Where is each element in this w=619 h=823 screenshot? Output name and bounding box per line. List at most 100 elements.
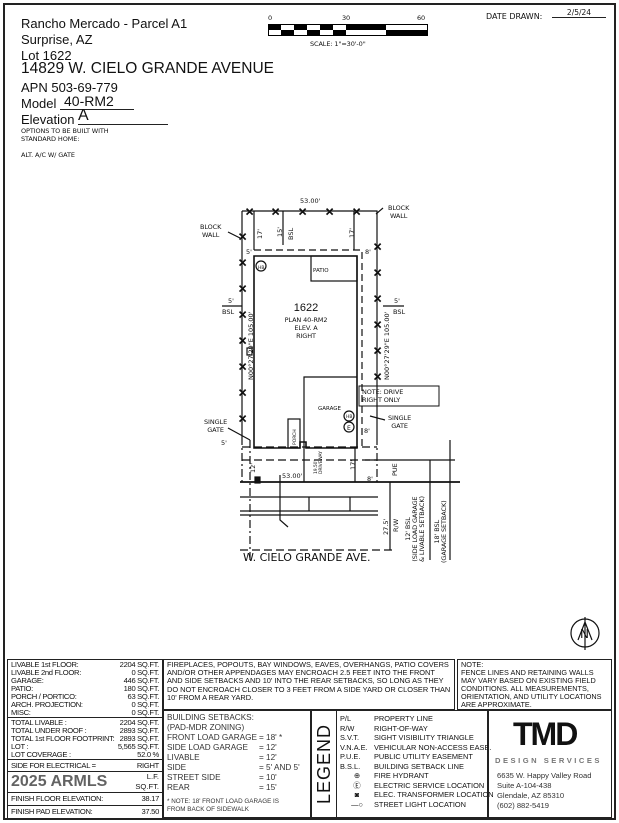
svg-text:×: × [238, 230, 247, 243]
legend-item: ◙ELEC. TRANSFORMER LOCATION [340, 790, 494, 800]
patio [310, 255, 358, 282]
drive-note: NOTE: DRIVE RIGHT ONLY [362, 388, 404, 404]
value: 5,565 SQ.FT. [117, 742, 159, 751]
value: 0 SQ.FT. [131, 708, 159, 717]
obscured-row-1: L.F. [147, 772, 159, 782]
electrical-side: SIDE FOR ELECTRICAL = RIGHT [8, 759, 162, 771]
options-title: OPTIONS TO BE BUILT WITH STANDARD HOME: [21, 127, 109, 143]
north-arrow-icon: N [580, 627, 589, 641]
porch [287, 418, 301, 449]
apn: APN 503-69-779 [21, 80, 118, 95]
label: PORCH / PORTICO: [11, 692, 77, 701]
hose-bib-icon: HB [258, 265, 264, 271]
garage-label: GARAGE [318, 406, 342, 412]
svg-text:×: × [373, 266, 382, 279]
legend-abbr: P.U.E. [340, 752, 361, 761]
options-item: ALT. A/C W/ GATE [21, 151, 75, 159]
value: 63 SQ.FT. [127, 692, 160, 701]
value: 446 SQ.FT. [123, 676, 160, 685]
total-row: LOT COVERAGE :52.0 % [8, 751, 162, 759]
svg-text:×: × [373, 370, 382, 383]
svg-text:×: × [238, 308, 247, 321]
setback-row: SIDE LOAD GARAGE= 12' [167, 743, 307, 753]
legend-desc: PUBLIC UTILITY EASEMENT [374, 752, 473, 761]
setback-row: STREET SIDE= 10' [167, 773, 307, 783]
finish-pad-label: FINISH PAD ELEVATION: [11, 807, 93, 816]
street-name: W. CIELO GRANDE AVE. [243, 551, 371, 564]
single-gate-right: SINGLE GATE [388, 414, 412, 430]
plan-label: PLAN 40-RM2 [284, 316, 328, 324]
area-table: LIVABLE 1st FLOOR:2204 SQ.FT.LIVABLE 2nd… [7, 659, 163, 820]
lot-number: Lot 1622 [21, 48, 72, 63]
area-row: ARCH. PROJECTION: 0 SQ.FT. [8, 701, 162, 709]
elev-label: ELEV. A [294, 324, 318, 332]
setback-value: = 12' [259, 753, 277, 762]
label: MISC: [11, 708, 31, 717]
scale-tick-0: 0 [268, 14, 273, 22]
right-bearing: N00°27'29"E 105.00' [383, 311, 391, 380]
legend-desc: FIRE HYDRANT [374, 771, 429, 780]
total-row: LOT :5,565 SQ.FT. [8, 743, 162, 751]
electrical-label: SIDE FOR ELECTRICAL = [11, 761, 96, 770]
address: 14829 W. CIELO GRANDE AVENUE [21, 60, 274, 77]
legend-title: LEGEND [314, 723, 334, 804]
setback-type: SIDE [167, 763, 187, 772]
finish-floor-label: FINISH FLOOR ELEVATION: [11, 794, 103, 803]
legend-abbr: P/L [340, 714, 352, 723]
scale-label: SCALE: 1"=30'-0" [310, 40, 366, 48]
rw-label: R/W [392, 518, 400, 532]
legend-abbr: R/W [340, 723, 355, 733]
pue-label: PUE [391, 463, 399, 476]
value: 0 SQ.FT. [131, 700, 159, 709]
company-logo: TMD [513, 716, 578, 752]
label: GARAGE: [11, 676, 44, 685]
bottom-dimension: 53.00' [282, 472, 303, 480]
obscured-row-2: SQ.FT. [135, 782, 159, 792]
svg-text:×: × [298, 205, 307, 218]
area-row: LIVABLE 1st FLOOR:2204 SQ.FT. [8, 661, 162, 669]
dim-5-bsl-right: 5' [394, 297, 400, 305]
setback-type: REAR [167, 783, 190, 792]
address-line-1: 6635 W. Happy Valley Road [497, 771, 592, 780]
label: TOTAL UNDER ROOF : [11, 726, 87, 735]
label: LOT COVERAGE : [11, 750, 71, 759]
legend-desc: ELEC. TRANSFORMER LOCATION [374, 790, 494, 799]
setback-row: REAR= 15' [167, 783, 307, 793]
street-light-icon: —○ [351, 799, 363, 809]
area-row: PORCH / PORTICO: 63 SQ.FT. [8, 693, 162, 701]
electrical-value: RIGHT [136, 761, 159, 770]
label: ARCH. PROJECTION: [11, 700, 83, 709]
company-block: TMD DESIGN SERVICES 6635 W. Happy Valley… [488, 710, 612, 818]
setback-value: = 5' AND 5' [259, 763, 300, 772]
obscured-rows: 2025 ARMLS L.F. SQ.FT. [8, 771, 162, 792]
dim-5-bsl-left: 5' [228, 297, 234, 305]
scale-tick-60: 60 [417, 14, 426, 22]
wall-x: × [245, 205, 254, 218]
setback-type: FRONT LOAD GARAGE [167, 733, 257, 742]
bsl-right: BSL [393, 308, 405, 316]
obscured-units: L.F. SQ.FT. [135, 772, 159, 792]
porch-label: PORCH [292, 429, 298, 445]
block-wall-right: BLOCK WALL [388, 204, 410, 220]
building-setbacks: BUILDING SETBACKS: (PAD-MDR ZONING) FRON… [163, 710, 311, 818]
svg-text:×: × [238, 386, 247, 399]
model-value: 40-RM2 [60, 93, 134, 110]
setback-type: STREET SIDE [167, 773, 221, 782]
label: LIVABLE 1st FLOOR: [11, 660, 79, 669]
finish-pad: FINISH PAD ELEVATION:37.50 [8, 805, 162, 818]
setback-type: LIVABLE [167, 753, 200, 762]
legend-abbr: S.V.T. [340, 733, 360, 742]
svg-text:×: × [373, 240, 382, 253]
address-line-2: Suite A-104-438 [497, 781, 552, 790]
total-row: TOTAL LIVABLE :2204 SQ.FT. [8, 719, 162, 727]
electric-service-icon: Ⓔ [353, 780, 361, 790]
scale-tick-30: 30 [342, 14, 351, 22]
elevation-label: Elevation [21, 112, 75, 127]
date-label: DATE DRAWN: [486, 12, 543, 21]
setback-type: SIDE LOAD GARAGE [167, 743, 248, 752]
left-bearing: N00°27'29"E 105.00' [247, 311, 255, 380]
patio-label: PATIO [313, 268, 329, 274]
total-row: TOTAL UNDER ROOF :2893 SQ.FT. [8, 727, 162, 735]
fire-hydrant-icon: ⊕ [353, 771, 361, 780]
